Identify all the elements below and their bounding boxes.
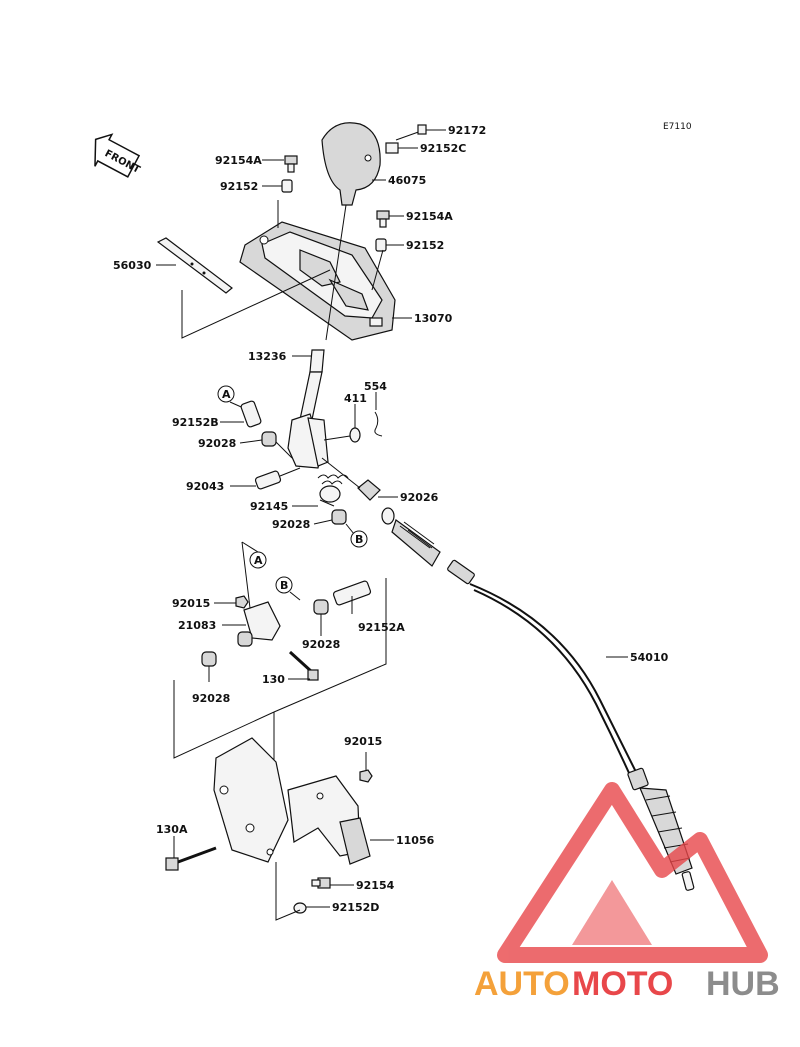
callout-b-top-label: B bbox=[355, 533, 363, 546]
diagram-code: E7110 bbox=[663, 122, 692, 132]
label-92152-top: 92152 bbox=[220, 180, 258, 193]
strap-56030 bbox=[156, 237, 233, 294]
clip-554 bbox=[374, 411, 383, 437]
label-92154a-top: 92154A bbox=[215, 154, 262, 167]
label-92028-d: 92028 bbox=[192, 692, 230, 705]
label-92154: 92154 bbox=[356, 879, 395, 892]
label-46075: 46075 bbox=[388, 174, 426, 187]
callout-b-bottom bbox=[275, 576, 293, 594]
callout-b-top bbox=[350, 530, 368, 548]
automotohub-logo bbox=[497, 782, 768, 963]
label-92015-b: 92015 bbox=[344, 735, 382, 748]
label-92043: 92043 bbox=[186, 480, 224, 493]
label-13070: 13070 bbox=[414, 312, 453, 325]
spring-92145 bbox=[317, 474, 349, 507]
shift-lever bbox=[287, 349, 329, 469]
label-92028-a: 92028 bbox=[198, 437, 236, 450]
bushing-92028-d bbox=[201, 651, 217, 667]
watermark-moto: MOTO bbox=[572, 965, 673, 1003]
label-92154a-right: 92154A bbox=[406, 210, 453, 223]
washer-411 bbox=[349, 427, 361, 443]
bracket-21083 bbox=[237, 601, 281, 647]
bracket-11056 bbox=[213, 737, 371, 865]
shift-console bbox=[239, 221, 396, 341]
washer-92152d bbox=[293, 902, 307, 914]
label-56030: 56030 bbox=[113, 259, 152, 272]
bushing-92028-c bbox=[313, 599, 329, 615]
bolt-92154a-top bbox=[284, 155, 298, 173]
bolt-130a bbox=[165, 846, 217, 871]
label-92152a: 92152A bbox=[358, 621, 405, 634]
label-92028-c: 92028 bbox=[302, 638, 340, 651]
collar-92152-top bbox=[281, 179, 293, 193]
label-92152b: 92152B bbox=[172, 416, 219, 429]
shift-knob bbox=[321, 122, 381, 206]
pin-92152a bbox=[332, 580, 372, 606]
collar-92152-right bbox=[375, 238, 387, 252]
label-54010: 54010 bbox=[630, 651, 669, 664]
label-130a: 130A bbox=[156, 823, 188, 836]
label-92172: 92172 bbox=[448, 124, 486, 137]
pin-92043 bbox=[254, 470, 282, 490]
label-21083: 21083 bbox=[178, 619, 216, 632]
label-11056: 11056 bbox=[396, 834, 435, 847]
front-arrow-icon: FRONT bbox=[94, 133, 142, 178]
screw-92172 bbox=[395, 124, 427, 141]
label-130: 130 bbox=[262, 673, 285, 686]
collar-92152c bbox=[385, 142, 399, 154]
nut-92015-a bbox=[235, 595, 249, 609]
label-92028-b: 92028 bbox=[272, 518, 310, 531]
label-13236: 13236 bbox=[248, 350, 287, 363]
label-411: 411 bbox=[344, 392, 367, 405]
nut-92015-b bbox=[359, 769, 373, 783]
callout-a-bottom-label: A bbox=[254, 554, 263, 567]
watermark-auto: AUTO bbox=[474, 965, 570, 1003]
label-92015-a: 92015 bbox=[172, 597, 210, 610]
bolt-92154 bbox=[311, 877, 331, 889]
label-92152c: 92152C bbox=[420, 142, 466, 155]
label-92145: 92145 bbox=[250, 500, 288, 513]
bracket-92026 bbox=[357, 479, 381, 501]
shift-cable bbox=[381, 507, 695, 891]
callout-b-bottom-label: B bbox=[280, 579, 288, 592]
bushing-92028-b bbox=[331, 509, 347, 525]
callout-a-top-label: A bbox=[222, 388, 231, 401]
bolt-92154a-right bbox=[376, 210, 390, 228]
watermark-hub: HUB bbox=[706, 965, 780, 1003]
label-92152-right: 92152 bbox=[406, 239, 444, 252]
label-92152d: 92152D bbox=[332, 901, 379, 914]
callout-a-top bbox=[217, 385, 235, 403]
bushing-92028-a bbox=[261, 431, 277, 447]
label-554: 554 bbox=[364, 380, 387, 393]
bolt-130 bbox=[288, 650, 319, 681]
part-labels: 92172 92152C 92154A 92152 46075 92154A 9… bbox=[113, 124, 669, 914]
pin-92152b bbox=[240, 400, 262, 428]
label-92026: 92026 bbox=[400, 491, 439, 504]
